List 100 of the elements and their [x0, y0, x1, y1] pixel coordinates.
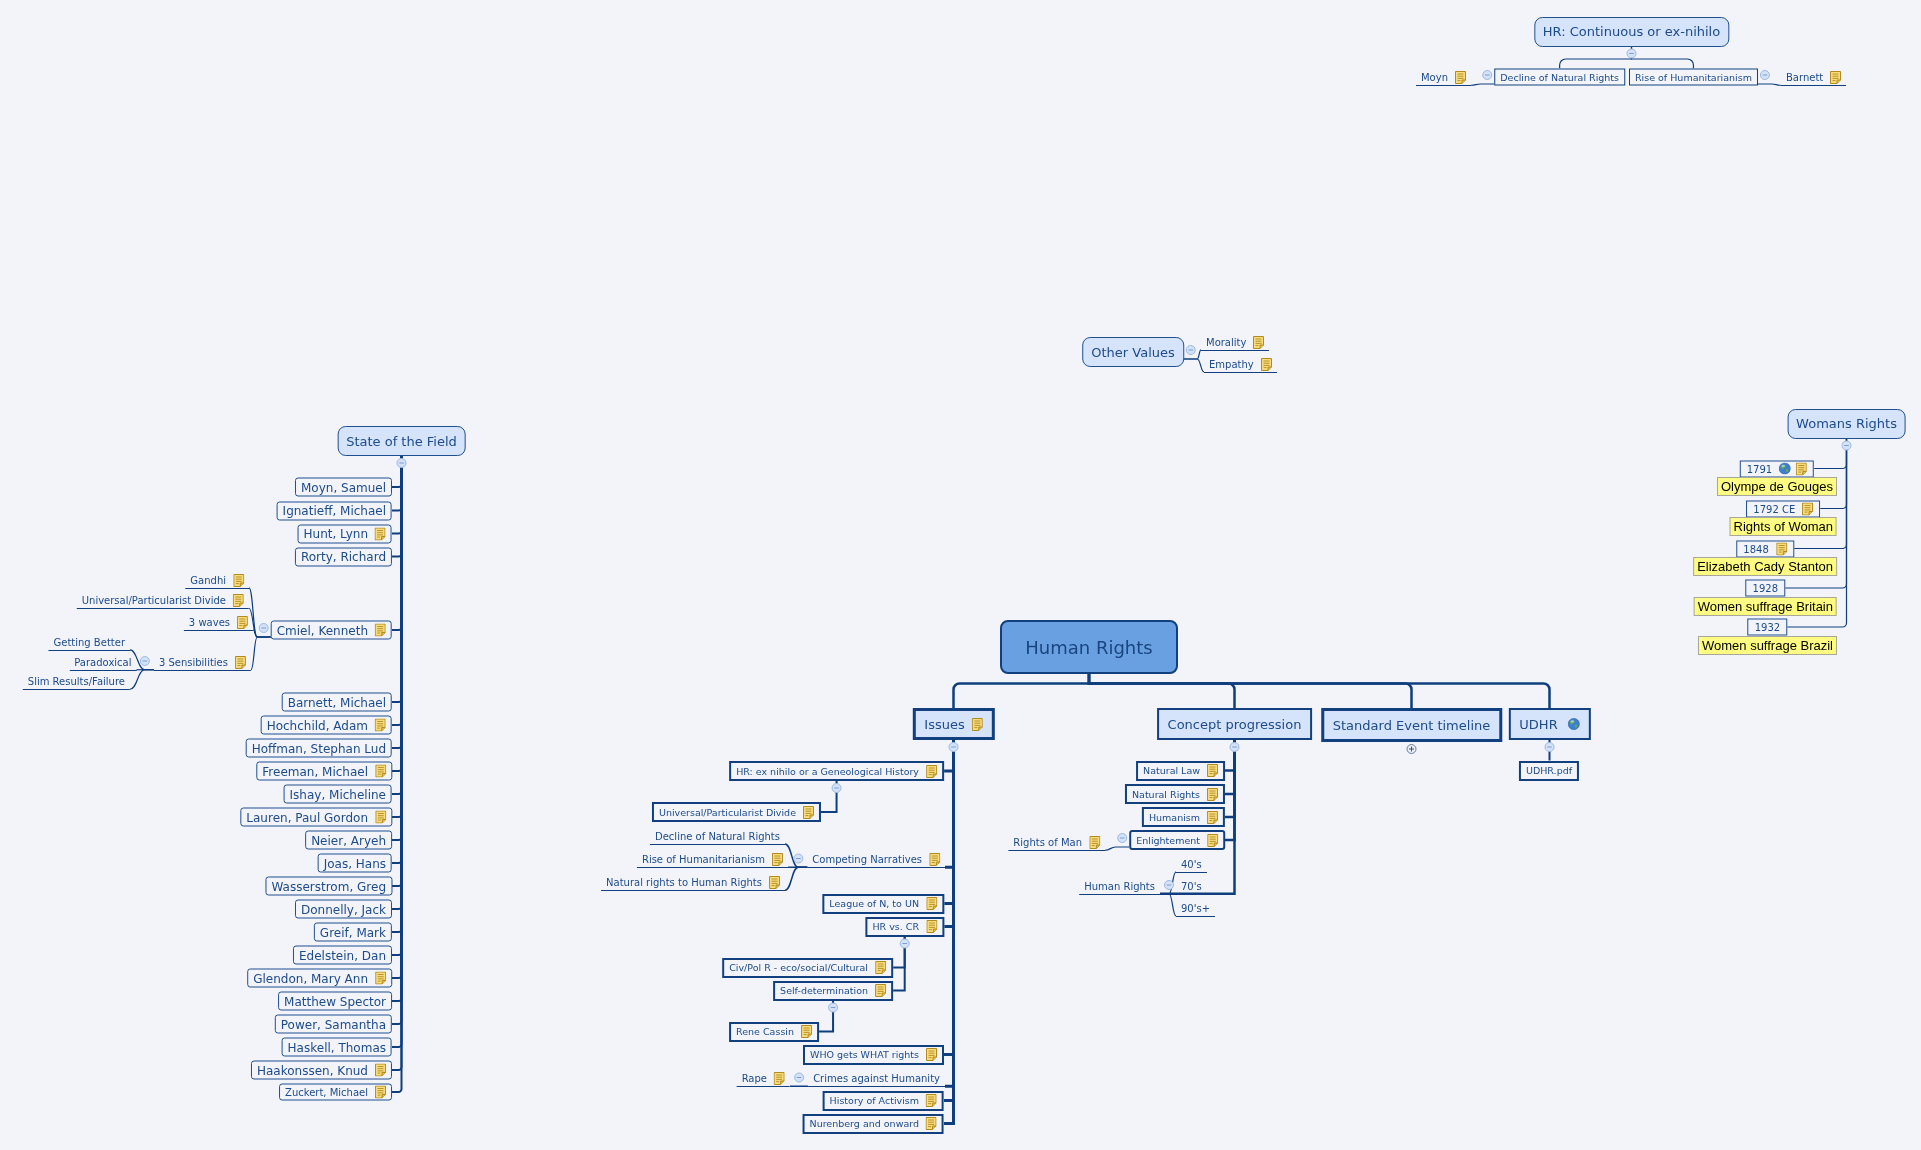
- central-topic-box: [1000, 620, 1178, 674]
- floating-topic-box: [337, 426, 466, 456]
- topic-text: Hunt, Lynn: [303, 526, 368, 541]
- topic-text: WHO gets WHAT rights: [810, 1049, 919, 1060]
- topic-text: Barnett, Michael: [287, 695, 386, 709]
- main-topic-box: [912, 708, 995, 740]
- underlined-topic: [601, 875, 785, 891]
- subtopic-box: [722, 957, 893, 978]
- connector-line: [1087, 674, 1551, 708]
- topic-text: Civ/Pol R - eco/social/Cultural: [729, 962, 868, 973]
- subtopic-box: [295, 899, 392, 919]
- topic-text: 3 waves: [188, 616, 230, 628]
- sticky-label: Women suffrage Britain: [1693, 596, 1837, 616]
- topic-text: UDHR.pdf: [1525, 765, 1573, 776]
- topic-text: Humanism: [1148, 811, 1200, 823]
- subtopic-box: [281, 1037, 392, 1057]
- subtopic-box: [247, 968, 392, 988]
- underlined-topic: [183, 614, 253, 631]
- connector-line: [784, 866, 809, 891]
- subtopic-box: [1747, 618, 1788, 636]
- topic-text: 1928: [1752, 582, 1779, 594]
- floating-topic-box: [1787, 408, 1906, 439]
- topic-text: Natural Rights: [1131, 788, 1200, 800]
- subtopic-box: [305, 830, 392, 850]
- topic-text: HR: Continuous or ex-nihilo: [1542, 24, 1721, 39]
- subtopic-box: [1124, 784, 1225, 804]
- topic-text: Empathy: [1209, 358, 1254, 370]
- topic-text: Decline of Natural Rights: [1500, 71, 1619, 83]
- topic-text: 90's+: [1181, 902, 1211, 914]
- subtopic-box: [279, 1083, 392, 1101]
- topic-text: Rape: [741, 1073, 767, 1084]
- subtopic-box: [1629, 68, 1758, 86]
- topic-text: Self-determination: [780, 985, 868, 996]
- subtopic-box: [773, 980, 893, 1001]
- topic-text: Slim Results/Failure: [27, 676, 125, 687]
- topic-text: Power, Samantha: [280, 1017, 386, 1031]
- topic-text: 1848: [1743, 543, 1769, 554]
- connector-line: [818, 999, 835, 1033]
- topic-text: Moyn, Samuel: [301, 480, 386, 494]
- subtopic-box: [1129, 830, 1225, 850]
- underlined-topic: [185, 572, 249, 589]
- underlined-topic: [807, 852, 945, 868]
- topic-text: State of the Field: [346, 433, 457, 449]
- subtopic-box: [260, 715, 392, 735]
- subtopic-box: [297, 524, 392, 543]
- topic-text: Rights of Man: [1013, 837, 1082, 848]
- topic-text: Human Rights: [1025, 636, 1153, 658]
- topic-text: Freeman, Michael: [262, 764, 368, 778]
- topic-text: Barnett: [1786, 72, 1824, 83]
- topic-text: Nurenberg and onward: [809, 1118, 919, 1129]
- topic-text: Ignatieff, Michael: [282, 503, 386, 518]
- subtopic-box: [274, 1014, 392, 1034]
- subtopic-box: [292, 945, 392, 965]
- topic-text: Matthew Spector: [284, 994, 386, 1008]
- topic-text: Haakonssen, Knud: [256, 1063, 368, 1077]
- subtopic-box: [265, 876, 392, 896]
- subtopic-box: [1518, 760, 1580, 781]
- subtopic-box: [729, 1021, 819, 1042]
- topic-text: Rorty, Richard: [300, 549, 386, 564]
- subtopic-box: [802, 1113, 944, 1134]
- main-topic-box: [1320, 708, 1503, 742]
- topic-text: Lauren, Paul Gordon: [246, 810, 368, 824]
- topic-text: Zuckert, Michael: [285, 1086, 368, 1098]
- connector-line: [1630, 45, 1695, 70]
- topic-text: Wasserstrom, Greg: [271, 879, 386, 893]
- topic-text: 3 Sensibilities: [158, 656, 228, 668]
- underlined-topic: [636, 852, 788, 868]
- connector-line: [250, 636, 272, 671]
- underlined-topic: [22, 674, 130, 690]
- topic-text: 1791: [1746, 463, 1773, 474]
- subtopic-box: [1746, 500, 1821, 517]
- connector-line: [789, 1085, 809, 1087]
- subtopic-box: [313, 922, 392, 942]
- topic-text: League of N, to UN: [829, 898, 919, 909]
- subtopic-box: [1745, 579, 1786, 597]
- topic-text: Natural rights to Human Rights: [606, 877, 762, 888]
- connector-line: [1470, 83, 1495, 86]
- subtopic-box: [803, 1044, 944, 1065]
- topic-text: Universal/Particularist Divide: [81, 595, 226, 606]
- topic-text: Crimes against Humanity: [813, 1073, 940, 1084]
- underlined-topic: [1008, 835, 1105, 851]
- topic-text: HR: ex nihilo or a Geneological History: [736, 765, 919, 777]
- underlined-topic: [153, 654, 251, 671]
- topic-text: Standard Event timeline: [1332, 717, 1491, 733]
- subtopic-box: [1494, 68, 1625, 86]
- subtopic-box: [245, 738, 392, 758]
- topic-text: Rise of Humanitarianism: [641, 854, 765, 865]
- main-topic-box: [1156, 708, 1313, 740]
- topic-text: Hochchild, Adam: [266, 718, 368, 732]
- subtopic-box: [1141, 807, 1225, 827]
- topic-text: Rise of Humanitarianism: [1635, 71, 1752, 83]
- topic-text: Rene Cassin: [736, 1026, 794, 1037]
- main-topic-box: [1508, 708, 1591, 740]
- topic-text: 1932: [1754, 621, 1781, 633]
- subtopic-box: [822, 1090, 944, 1111]
- topic-text: HR vs. CR: [872, 921, 919, 932]
- topic-text: Paradoxical: [74, 656, 132, 668]
- subtopic-box: [294, 547, 392, 566]
- connector-line: [820, 780, 838, 813]
- topic-text: Issues: [924, 716, 965, 732]
